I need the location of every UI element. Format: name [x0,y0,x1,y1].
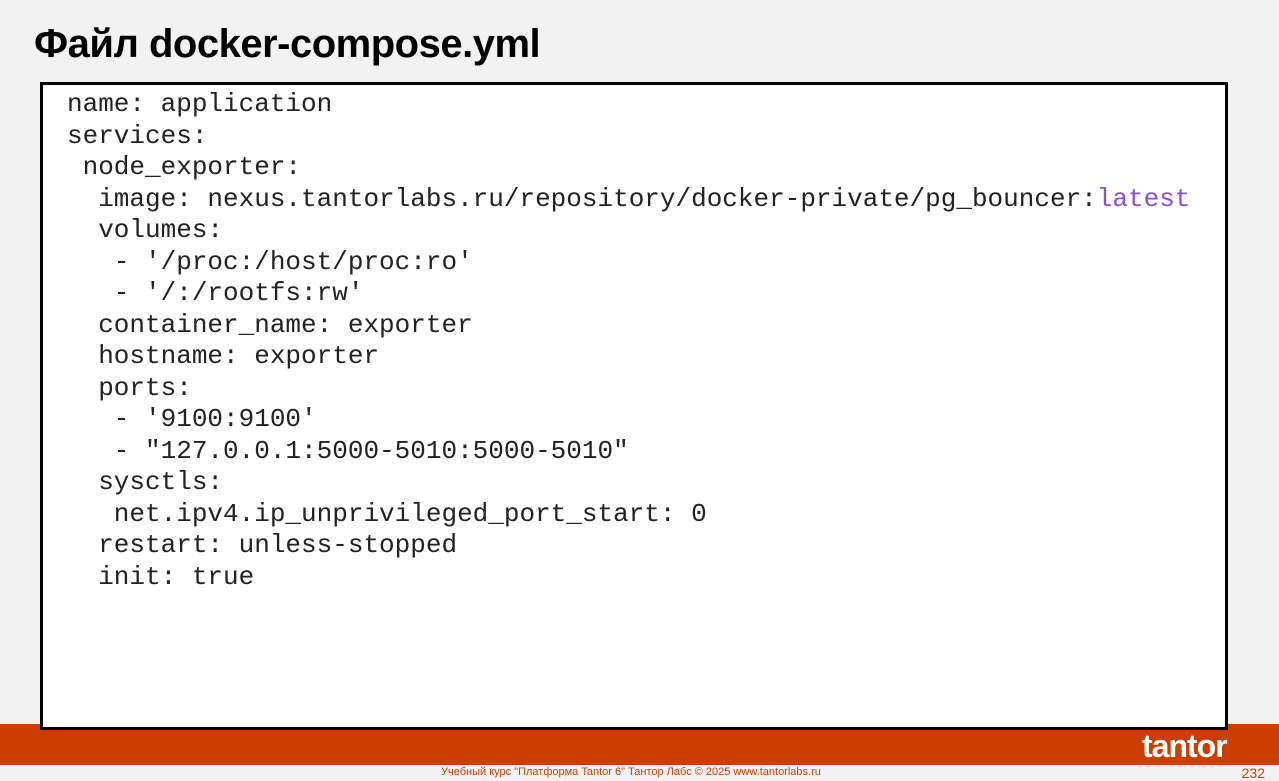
footer-text: Учебный курс "Платформа Tantor 6" Тантор… [441,766,821,778]
tantor-logo: tantor [1142,728,1228,764]
code-text: name: application services: node_exporte… [67,89,1191,592]
slide-title: Файл docker-compose.yml [34,22,541,66]
footer-band [0,724,1279,765]
image-tag: latest [1096,183,1191,214]
page-number: 232 [1241,765,1265,781]
code-block: name: application services: node_exporte… [40,82,1228,730]
